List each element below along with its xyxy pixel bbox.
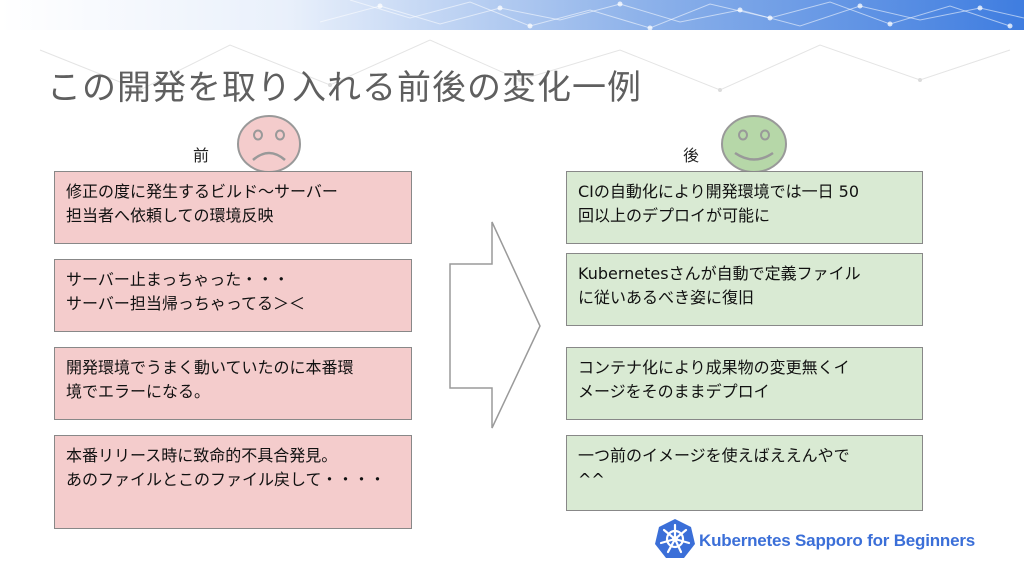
before-item-3: 開発環境でうまく動いていたのに本番環 境でエラーになる。 — [54, 347, 412, 420]
before-item-2-line2: サーバー担当帰っちゃってる＞＜ — [66, 294, 306, 313]
header-banner — [0, 0, 1024, 30]
before-item-4-line2: あのファイルとこのファイル戻して・・・・ — [66, 470, 386, 489]
after-item-2-line1: Kubernetesさんが自動で定義ファイル — [578, 264, 861, 283]
before-item-4: 本番リリース時に致命的不具合発見。 あのファイルとこのファイル戻して・・・・ — [54, 435, 412, 529]
before-item-1-line2: 担当者へ依頼しての環境反映 — [66, 206, 274, 225]
after-item-4-line2: ^^ — [578, 470, 605, 489]
after-item-3-line1: コンテナ化により成果物の変更無くイ — [578, 358, 850, 377]
sad-face-icon — [237, 115, 301, 173]
after-item-4-line1: 一つ前のイメージを使えばええんやで — [578, 446, 850, 465]
after-item-2: Kubernetesさんが自動で定義ファイル に従いあるべき姿に復旧 — [566, 253, 923, 326]
after-item-1-line2: 回以上のデプロイが可能に — [578, 206, 771, 225]
after-item-1-line1: CIの自動化により開発環境では一日 50 — [578, 182, 860, 201]
happy-face-icon — [721, 115, 787, 173]
before-item-3-line2: 境でエラーになる。 — [66, 382, 211, 401]
before-item-1-line1: 修正の度に発生するビルド〜サーバー — [66, 182, 338, 201]
slide-title: この開発を取り入れる前後の変化一例 — [47, 68, 642, 108]
after-label: 後 — [683, 146, 700, 165]
background-network-lines — [39, 39, 1011, 92]
before-item-3-line1: 開発環境でうまく動いていたのに本番環 — [66, 358, 354, 377]
after-item-4: 一つ前のイメージを使えばええんやで ^^ — [566, 435, 923, 511]
before-item-2: サーバー止まっちゃった・・・ サーバー担当帰っちゃってる＞＜ — [54, 259, 412, 332]
after-item-2-line2: に従いあるべき姿に復旧 — [578, 288, 755, 307]
network-pattern — [319, 0, 1024, 30]
after-item-3-line2: メージをそのままデプロイ — [578, 382, 770, 401]
right-arrow-icon — [449, 221, 541, 429]
after-item-3: コンテナ化により成果物の変更無くイ メージをそのままデプロイ — [566, 347, 923, 420]
before-item-1: 修正の度に発生するビルド〜サーバー 担当者へ依頼しての環境反映 — [54, 171, 412, 244]
before-item-2-line1: サーバー止まっちゃった・・・ — [66, 270, 290, 289]
kubernetes-helm-icon — [655, 519, 695, 558]
brand-name: Kubernetes Sapporo for Beginners — [699, 531, 976, 550]
after-item-1: CIの自動化により開発環境では一日 50 回以上のデプロイが可能に — [566, 171, 923, 244]
before-item-4-line1: 本番リリース時に致命的不具合発見。 — [66, 446, 338, 465]
before-label: 前 — [193, 146, 210, 165]
